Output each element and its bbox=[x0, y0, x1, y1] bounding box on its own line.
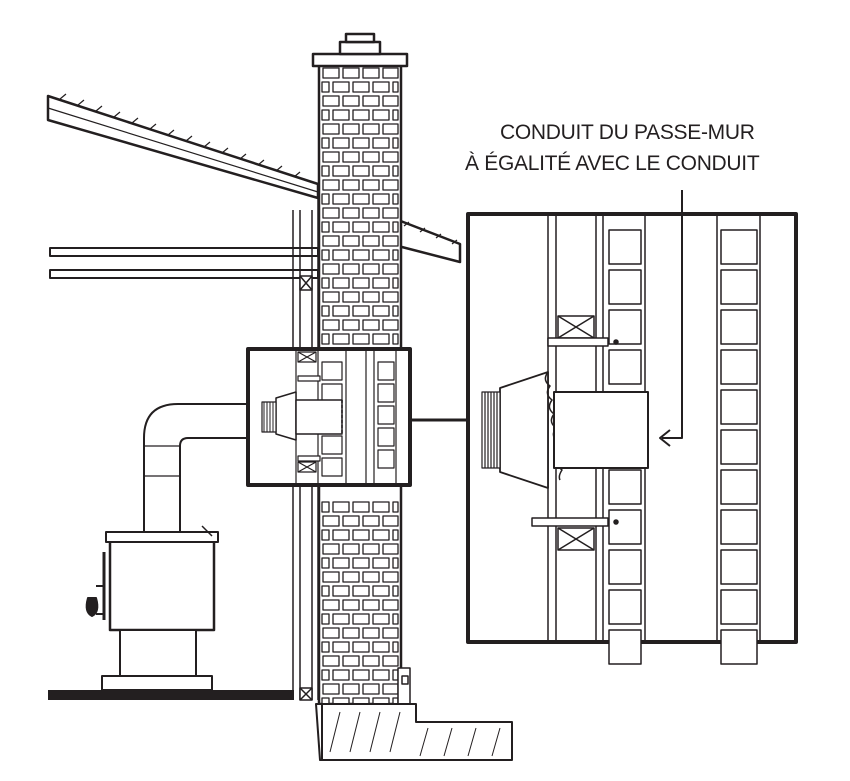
stove-pipe bbox=[143, 403, 249, 537]
callout-arrow bbox=[659, 190, 683, 447]
callout-label: CONDUIT DU PASSE-MUR À ÉGALITÉ AVEC LE C… bbox=[465, 121, 760, 175]
wall-thimble-detail-large bbox=[466, 190, 798, 665]
callout-line-2: À ÉGALITÉ AVEC LE CONDUIT bbox=[465, 152, 760, 175]
support-brackets bbox=[531, 337, 619, 527]
pipe-end-grille bbox=[481, 391, 501, 469]
wall-thimble-detail-small bbox=[246, 347, 412, 487]
chimney-cleanout bbox=[397, 667, 411, 705]
callout-line-1: CONDUIT DU PASSE-MUR bbox=[500, 121, 755, 144]
roof bbox=[46, 93, 462, 264]
ceiling-joists bbox=[49, 247, 319, 279]
floor bbox=[48, 690, 294, 700]
roof-right-segment bbox=[396, 218, 462, 264]
chimney-cap bbox=[311, 32, 409, 68]
wall-thimble-pipe bbox=[553, 391, 649, 469]
firestop-blocks bbox=[557, 315, 595, 551]
brick-columns-detail bbox=[608, 216, 761, 665]
foundation bbox=[315, 703, 513, 761]
wood-stove bbox=[85, 525, 219, 691]
roof-shingles bbox=[59, 93, 301, 178]
stove-handle-icon bbox=[85, 597, 99, 617]
